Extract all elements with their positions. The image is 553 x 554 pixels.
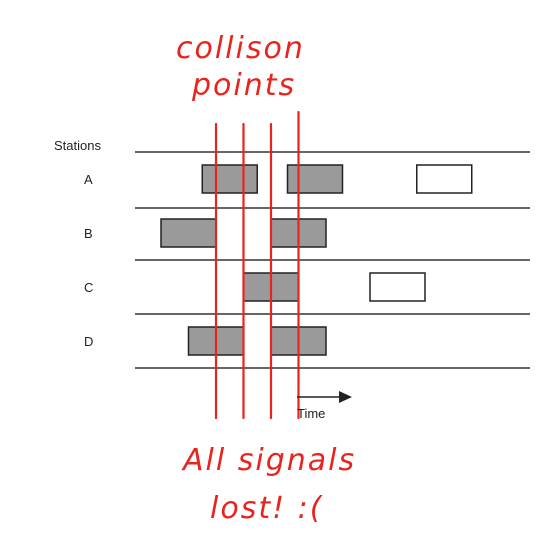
annotation-lost-line1: All signals <box>181 443 356 478</box>
annotation-lost-line2: lost! :( <box>210 491 323 526</box>
collision-lines <box>214 110 300 420</box>
collided-frame-a-1 <box>201 164 258 194</box>
station-rows: A B C D <box>84 151 530 369</box>
collided-frame-a-2 <box>286 164 344 194</box>
annotation-collision-line1: collison <box>176 31 305 66</box>
clean-frame-c-2 <box>369 272 426 302</box>
station-label-c: C <box>84 280 93 295</box>
time-axis-label: Time <box>297 406 325 421</box>
station-label-a: A <box>84 172 93 187</box>
clean-frame-a-3 <box>416 164 473 194</box>
stations-header: Stations <box>54 138 101 153</box>
collided-frame-b-1 <box>160 218 217 248</box>
station-label-d: D <box>84 334 93 349</box>
time-axis: Time <box>297 391 352 421</box>
time-arrow-head <box>339 391 352 403</box>
annotation-collision-line2: points <box>191 68 296 103</box>
station-label-b: B <box>84 226 93 241</box>
